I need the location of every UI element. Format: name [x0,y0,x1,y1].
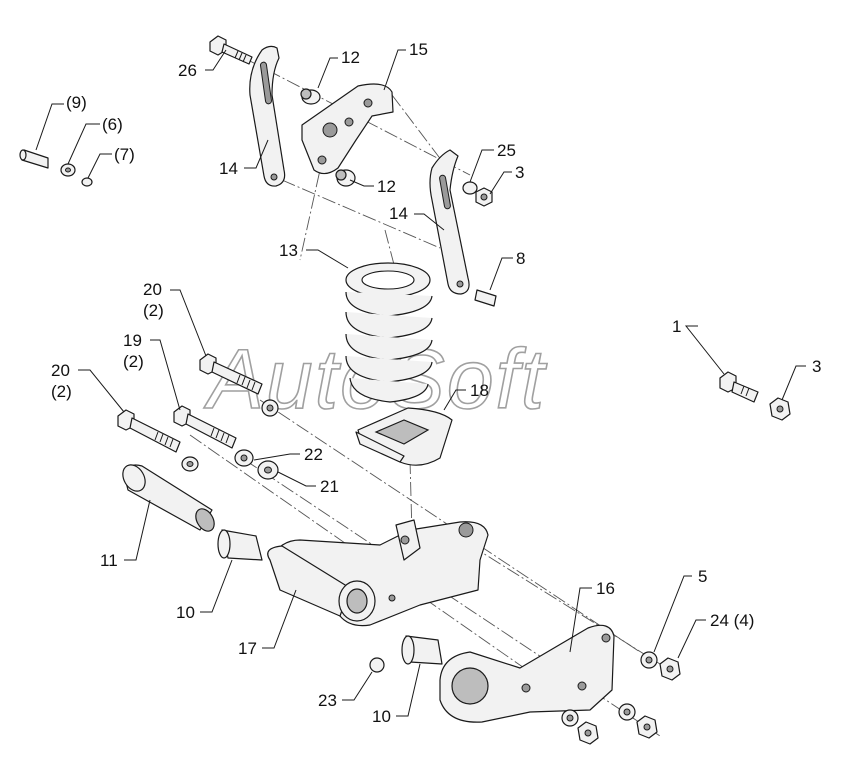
callout-20-lower-qty: (2) [51,382,72,401]
callout-10-lower: 10 [372,707,391,726]
callout-23: 23 [318,691,337,710]
callout-14-upper: 14 [219,159,238,178]
washer-small [181,456,199,472]
callout-13: 13 [279,241,298,260]
callout-labels: 26 12 15 (9) (6) (7) 14 12 25 3 14 8 13 … [51,40,821,726]
bracket-16 [439,624,615,723]
pin-9 [19,149,49,169]
callout-7: (7) [114,145,135,164]
nut-24-lower-left [577,721,599,745]
washer-5 [640,651,658,669]
callout-16: 16 [596,579,615,598]
sleeve-11 [122,464,215,532]
callout-19: 19 [123,331,142,350]
callout-14-lower: 14 [389,204,408,223]
callout-20-upper: 20 [143,280,162,299]
main-arm-17 [267,519,489,627]
coil-spring-13 [345,262,433,403]
nut-24-right [659,657,681,681]
callout-1: 1 [672,317,681,336]
washer-lower-right [618,703,636,721]
callout-5: 5 [698,567,707,586]
spring-seat-18 [355,407,453,466]
bolt-20-lower [117,409,181,453]
clip-7 [81,177,93,187]
nut-3-right [769,397,791,421]
callout-3-upper: 3 [515,163,524,182]
callout-22: 22 [304,445,323,464]
callout-17: 17 [238,639,257,658]
washer-6 [60,163,76,177]
bolt-26 [209,35,253,65]
plug-23 [369,657,385,673]
callout-24: 24 (4) [710,611,754,630]
bolt-19 [173,405,237,449]
callout-19-qty: (2) [123,352,144,371]
washer-25 [462,181,478,195]
callout-20-upper-qty: (2) [143,301,164,320]
washer-lower-left [561,709,579,727]
callout-25: 25 [497,141,516,160]
callout-26: 26 [178,61,197,80]
callout-15: 15 [409,40,428,59]
bolt-1 [719,371,759,403]
callout-18: 18 [470,381,489,400]
pin-8 [474,289,497,307]
callout-12-upper: 12 [341,48,360,67]
callout-10-upper: 10 [176,603,195,622]
callout-11: 11 [100,551,118,570]
callout-9: (9) [66,93,87,112]
callout-12-lower: 12 [377,177,396,196]
bushing-12-lower [335,169,356,187]
callout-6: (6) [102,115,123,134]
bushing-10-upper [217,529,263,561]
washer-upper [261,399,279,417]
bushing-12-upper [300,88,321,105]
bracket-plate-15 [301,83,394,175]
callout-8: 8 [516,249,525,268]
callout-20-lower: 20 [51,361,70,380]
leader-lines [35,49,806,717]
nut-3-upper [475,187,493,207]
bushing-10-lower [401,635,443,665]
callout-21: 21 [320,477,339,496]
callout-3-right: 3 [812,357,821,376]
washer-21 [257,460,279,480]
bolt-20-upper [199,353,263,395]
washer-22 [234,449,254,467]
nut-24-lower-right [636,715,658,739]
link-arm-14-upper [249,45,286,187]
link-arm-14-lower [429,149,470,295]
